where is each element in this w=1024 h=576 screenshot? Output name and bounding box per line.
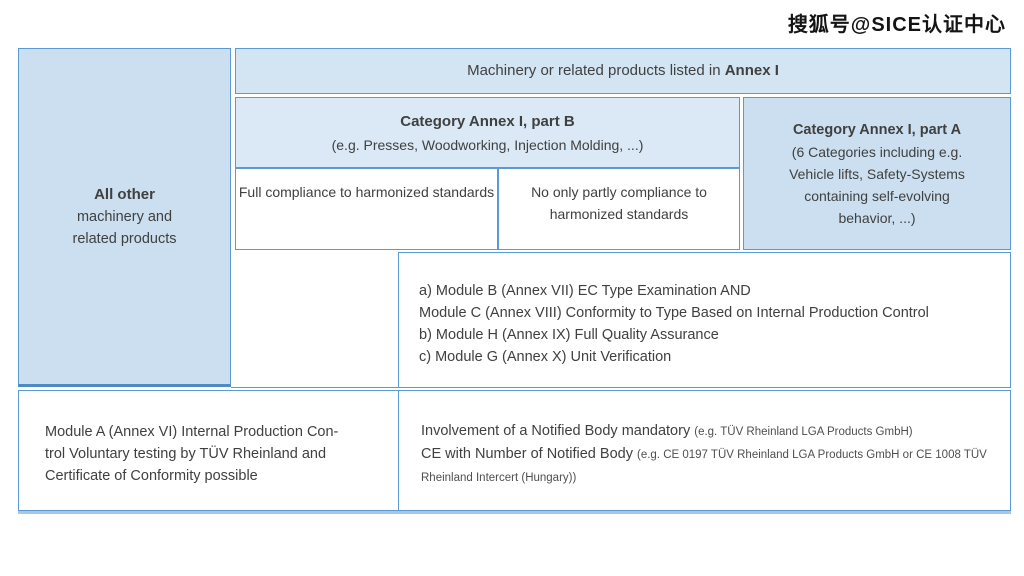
cell-module-a: Module A (Annex VI) Internal Production … (18, 390, 399, 511)
notified-body-line2: CE with Number of Notified Body (e.g. CE… (421, 443, 992, 489)
module-line-h: b) Module H (Annex IX) Full Quality Assu… (419, 327, 719, 343)
cell-all-other-machinery: All other machinery and related products (18, 48, 231, 387)
module-line-g: c) Module G (Annex X) Unit Verification (419, 349, 672, 365)
notified-body-line1-note: (e.g. TÜV Rheinland LGA Products GmbH) (694, 426, 913, 438)
annex1-header-prefix: Machinery or related products listed in (467, 62, 725, 79)
part-a-subtitle: (6 Categories including e.g. Vehicle lif… (789, 143, 965, 226)
full-compliance-text: Full compliance to harmonized standards (238, 184, 495, 200)
annex1-header-text: Machinery or related products listed in … (467, 60, 779, 82)
notified-body-line2-note: (e.g. CE 0197 TÜV Rheinland LGA Products… (421, 449, 987, 484)
cell-full-compliance: Full compliance to harmonized standards (235, 168, 498, 250)
cell-notified-body: Involvement of a Notified Body mandatory… (398, 390, 1011, 511)
cell-annex1-header: Machinery or related products listed in … (235, 48, 1011, 94)
cell-modules-list: a) Module B (Annex VII) EC Type Examinat… (398, 252, 1011, 388)
cell-category-part-a: Category Annex I, part A (6 Categories i… (743, 97, 1011, 250)
part-a-title: Category Annex I, part A (792, 121, 962, 138)
partial-compliance-text: No only partly compliance to harmonized … (531, 184, 707, 222)
notified-body-line1: Involvement of a Notified Body mandatory… (421, 420, 992, 443)
all-other-title: All other (94, 185, 155, 203)
annex1-header-bold: Annex I (724, 62, 779, 79)
cell-empty-spacer (231, 250, 399, 388)
cell-partial-compliance: No only partly compliance to harmonized … (498, 168, 740, 250)
sohu-watermark: 搜狐号@SICE认证中心 (787, 14, 1006, 36)
notified-body-line2-main: CE with Number of Notified Body (421, 446, 637, 462)
module-line-c: Module C (Annex VIII) Conformity to Type… (419, 305, 929, 321)
module-a-text: Module A (Annex VI) Internal Production … (45, 424, 339, 484)
all-other-subtitle: machinery and related products (72, 208, 177, 247)
cell-category-part-b: Category Annex I, part B (e.g. Presses, … (235, 97, 740, 168)
notified-body-line1-main: Involvement of a Notified Body mandatory (421, 423, 695, 439)
part-b-subtitle: (e.g. Presses, Woodworking, Injection Mo… (331, 136, 644, 153)
part-b-title: Category Annex I, part B (400, 112, 575, 130)
module-line-a: a) Module B (Annex VII) EC Type Examinat… (419, 283, 751, 299)
